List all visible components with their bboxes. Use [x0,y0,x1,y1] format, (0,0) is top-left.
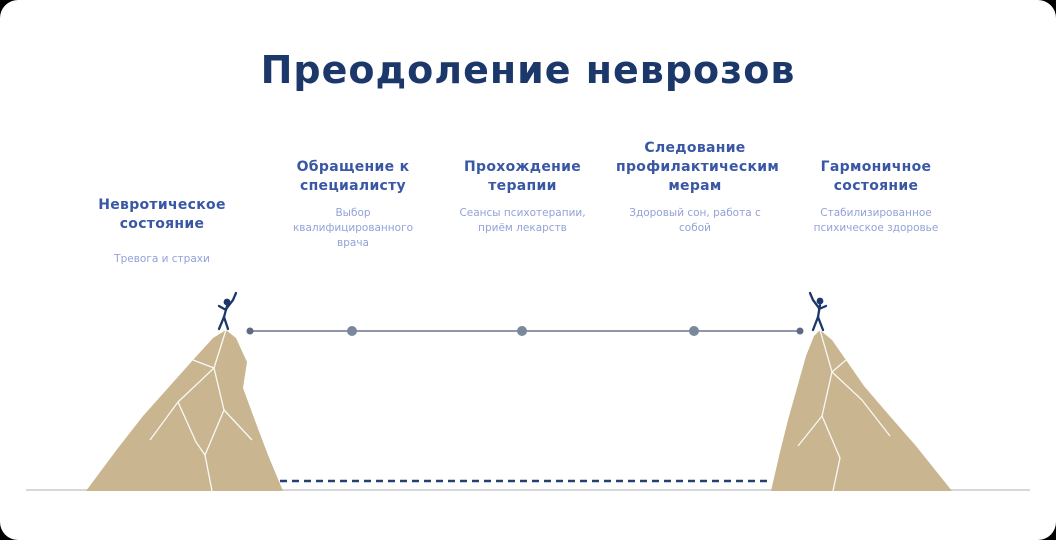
rope-dot-icon [517,326,527,336]
left-mountain-icon [86,329,283,492]
stage-subtitle: Стабилизированное психическое здоровье [813,206,939,234]
stage-title: Следование профилактическим мерам [616,140,780,194]
stage-harmonious-state: Гармоничное состояние Стабилизированное … [804,158,948,236]
page-title: Преодоление неврозов [260,48,796,92]
rope-line [246,326,804,336]
stage-therapy: Прохождение терапии Сеансы психотерапии,… [455,158,590,236]
right-mountain-icon [771,329,952,492]
stage-contact-specialist: Обращение к специалисту Выбор квалифицир… [282,158,424,251]
stage-title: Прохождение терапии [463,159,582,194]
rope-anchor-left-icon [246,327,254,335]
stage-subtitle: Тревога и страхи [114,252,210,265]
stage-subtitle: Выбор квалифицированного врача [292,206,414,250]
rope-dot-icon [689,326,699,336]
stage-title: Обращение к специалисту [296,159,410,194]
stage-title: Невротическое состояние [98,197,226,232]
rope-dot-icon [347,326,357,336]
climber-right-icon [808,291,828,332]
stage-title: Гармоничное состояние [820,159,932,194]
rope-anchor-right-icon [796,327,804,335]
stage-subtitle: Сеансы психотерапии, приём лекарств [459,206,586,234]
climber-left-icon [217,291,238,331]
stage-prevention: Следование профилактическим мерам Здоров… [616,139,780,236]
stage-subtitle: Здоровый сон, работа с собой [629,206,761,234]
stage-neurotic-state: Невротическое состояние Тревога и страхи [86,196,238,267]
